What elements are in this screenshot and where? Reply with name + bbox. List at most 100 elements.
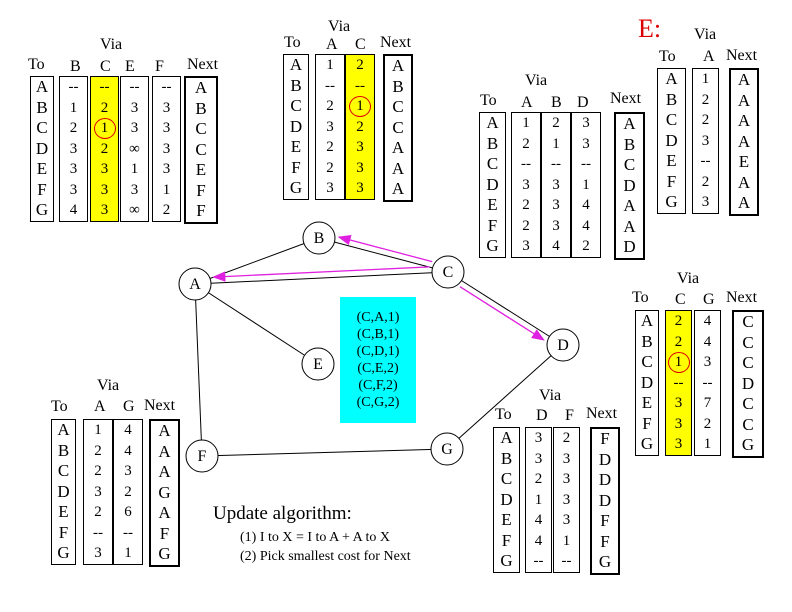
edge-d-g — [446, 344, 564, 450]
via-neighbor-g: G — [123, 398, 135, 415]
circled-cost: 1 — [349, 96, 371, 117]
node-label: B — [314, 230, 325, 247]
table-cell: A — [35, 77, 49, 96]
table-cell: B — [623, 134, 636, 154]
vector-entry: (C,A,1) — [356, 310, 400, 325]
table-cell: E — [738, 152, 750, 171]
edge-a-e — [194, 283, 319, 365]
table-cell: D — [598, 470, 612, 489]
table-cell: 1 — [326, 57, 334, 73]
table-cell: F — [196, 180, 206, 200]
via-neighbor-a: A — [703, 48, 715, 65]
table-cell: 1 — [522, 115, 530, 131]
table-cell: A — [289, 55, 303, 74]
table-cell: 1 — [162, 181, 171, 198]
algorithm-step-2: (2) Pick smallest cost for Next — [240, 549, 411, 564]
table-cell: G — [598, 552, 612, 571]
table-cell: 3 — [162, 140, 171, 157]
table-cell: 1 — [94, 422, 102, 438]
update-arrow-c-d — [459, 286, 545, 341]
table-cell: 3 — [69, 181, 78, 198]
table-cell: 1 — [562, 532, 571, 549]
table-cell: 2 — [100, 99, 109, 116]
table-cell: 3 — [356, 139, 364, 155]
table-cell: 3 — [522, 238, 530, 254]
via-header: Via — [328, 18, 351, 35]
via-header: Via — [525, 72, 548, 89]
node-circle — [185, 439, 219, 473]
table-cell: 2 — [356, 57, 364, 73]
table-cell: A — [640, 311, 654, 330]
table-cell: 4 — [703, 333, 712, 350]
table-cell: C — [742, 353, 754, 372]
table-cell: 3 — [552, 176, 560, 193]
update-arrow-c-a — [212, 266, 430, 282]
table-cell: A — [158, 441, 171, 461]
table-cell: C — [195, 119, 207, 138]
table-cell: 3 — [701, 132, 710, 149]
table-cell: 1 — [701, 71, 710, 87]
table-cell: 3 — [701, 194, 710, 210]
vector-entry: (C,G,2) — [356, 395, 400, 410]
table-cell: C — [57, 461, 70, 480]
next-header: Next — [610, 90, 642, 107]
via-neighbor-d: D — [536, 407, 548, 424]
table-cell: -- — [325, 77, 335, 94]
table-cell: -- — [521, 156, 531, 172]
table-cell: G — [158, 482, 171, 502]
table-cell: C — [392, 117, 404, 137]
table-cell: A — [391, 56, 405, 75]
table-cell: 3 — [562, 512, 571, 528]
edge-a-b — [194, 237, 320, 285]
table-cell: E — [501, 510, 512, 529]
table-cell: G — [486, 236, 499, 255]
table-cell: F — [600, 429, 610, 448]
table-cell: 2 — [326, 98, 334, 114]
table-cell: 3 — [326, 118, 334, 135]
table-cell: C — [641, 352, 653, 371]
edge-a-f — [194, 283, 203, 457]
table-cell: A — [57, 420, 70, 439]
table-cell: 4 — [703, 313, 712, 329]
table-cell: D — [741, 373, 755, 393]
node-label: E — [313, 356, 323, 373]
table-cell: F — [600, 531, 610, 551]
circled-cost: 1 — [93, 118, 116, 139]
table-cell: -- — [123, 524, 133, 541]
table-cell: -- — [533, 553, 544, 569]
node-circle — [431, 255, 465, 289]
to-header: To — [495, 406, 512, 423]
table-cell: 2 — [562, 430, 571, 446]
table-cell: A — [737, 193, 751, 212]
vector-entry: (C,E,2) — [357, 361, 399, 376]
table-cell: 4 — [582, 197, 590, 213]
table-cell: B — [641, 331, 653, 351]
table-cell: 3 — [100, 161, 109, 177]
table-cell: 2 — [326, 159, 334, 176]
table-cell: G — [741, 435, 755, 454]
table-cell: 3 — [674, 395, 683, 411]
via-neighbor-a: A — [326, 36, 338, 53]
table-cell: C — [742, 394, 754, 413]
table-cell: E — [641, 393, 653, 412]
table-cell: 2 — [100, 140, 109, 157]
table-cell: A — [391, 138, 405, 157]
distance-vector-message: (C,A,1) (C,B,1) (C,D,1) (C,E,2) (C,F,2) … — [340, 297, 416, 423]
table-cell: 3 — [552, 217, 560, 234]
to-header: To — [480, 92, 497, 109]
edge-a-c — [194, 271, 449, 285]
table-cell: A — [737, 131, 751, 151]
algorithm-step-1: (1) I to X = I to A + A to X — [240, 530, 390, 545]
